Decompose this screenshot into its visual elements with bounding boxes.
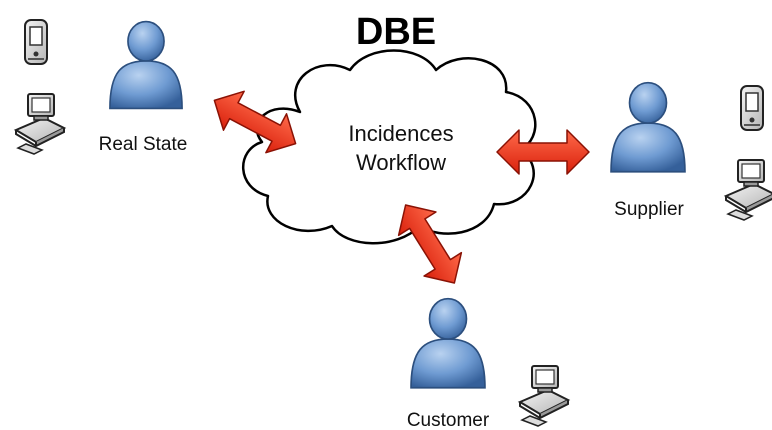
real-state-label: Real State [99, 134, 188, 155]
real-state-actor: Real State [99, 20, 188, 155]
computer-icon [725, 159, 772, 221]
customer-label: Customer [407, 410, 490, 430]
computer-icon [15, 93, 65, 155]
cloud-label-line1: Incidences [348, 121, 453, 146]
diagram-title: DBE [356, 11, 436, 53]
real-state-person-icon [109, 20, 183, 110]
customer-actor: Customer [407, 297, 490, 430]
supplier-person-icon [610, 81, 686, 173]
workflow-cloud [242, 49, 537, 245]
supplier-label: Supplier [614, 199, 684, 220]
computer-icon [519, 365, 569, 427]
pda-icon [740, 85, 764, 131]
cloud-label-line2: Workflow [356, 150, 446, 175]
pda-icon [24, 19, 48, 65]
supplier-actor: Supplier [610, 81, 686, 220]
customer-person-icon [410, 297, 486, 389]
